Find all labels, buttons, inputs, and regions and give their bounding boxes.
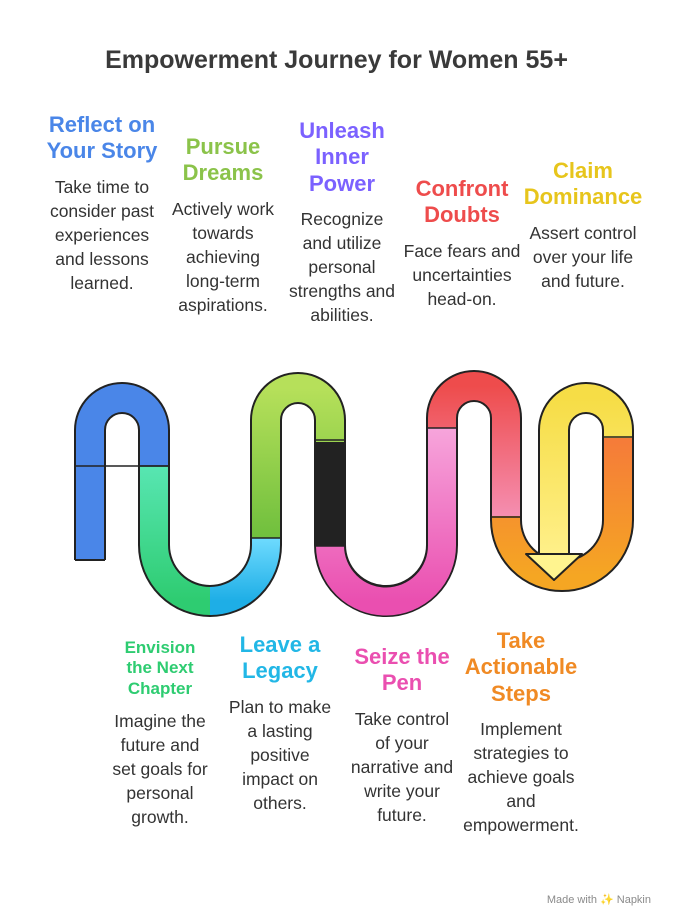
step-title: Pursue Dreams xyxy=(182,134,264,186)
step-title: Confront Doubts xyxy=(415,176,509,228)
step-description: Implement strategies to achieve goals an… xyxy=(463,719,579,836)
step-claim-dominance: Claim Dominance Assert control over your… xyxy=(520,158,646,293)
segment-claim-dominance xyxy=(540,384,632,556)
arrow-head xyxy=(525,553,583,581)
segment-take-actionable-steps xyxy=(492,436,632,590)
step-description: Take control of your narrative and write… xyxy=(350,708,454,825)
step-description: Take time to consider past experiences a… xyxy=(49,176,155,293)
segment-reflect-on-your-story xyxy=(76,384,168,560)
step-confront-doubts: Confront Doubts Face fears and uncertain… xyxy=(400,176,524,311)
step-seize-the-pen: Seize the Pen Take control of your narra… xyxy=(348,644,456,827)
step-title: Reflect on Your Story xyxy=(46,112,158,164)
step-title: Claim Dominance xyxy=(523,158,643,210)
step-leave-a-legacy: Leave a Legacy Plan to make a lasting po… xyxy=(228,632,332,815)
segment-leave-a-legacy xyxy=(209,531,280,615)
step-pursue-dreams: Pursue Dreams Actively work towards achi… xyxy=(168,134,278,317)
step-description: Actively work towards achieving long-ter… xyxy=(171,198,275,315)
step-take-actionable-steps: Take Actionable Steps Implement strategi… xyxy=(452,628,590,837)
napkin-watermark: Made with ✨ Napkin xyxy=(546,894,651,906)
segment-seize-the-pen xyxy=(316,426,457,616)
step-unleash-inner-power: Unleash Inner Power Recognize and utiliz… xyxy=(288,118,396,327)
step-title: Envision the Next Chapter xyxy=(124,638,196,698)
step-title: Unleash Inner Power xyxy=(299,118,385,196)
step-title: Take Actionable Steps xyxy=(464,628,578,706)
step-description: Plan to make a lasting positive impact o… xyxy=(228,696,332,813)
step-description: Assert control over your life and future… xyxy=(529,222,637,291)
step-description: Recognize and utilize personal strengths… xyxy=(288,209,396,326)
step-title: Seize the Pen xyxy=(354,644,450,696)
page-title: Empowerment Journey for Women 55+ xyxy=(105,46,568,74)
segment-pursue-dreams xyxy=(252,374,344,538)
step-reflect-on-your-story: Reflect on Your Story Take time to consi… xyxy=(42,112,162,295)
step-envision-the-next-chapter: Envision the Next Chapter Imagine the fu… xyxy=(112,638,208,829)
segment-confront-doubts xyxy=(428,372,520,518)
step-description: Face fears and uncertainties head-on. xyxy=(403,240,521,309)
segment-envision-the-next-chapter xyxy=(140,466,213,616)
step-description: Imagine the future and set goals for per… xyxy=(112,711,208,828)
step-title: Leave a Legacy xyxy=(239,632,321,684)
